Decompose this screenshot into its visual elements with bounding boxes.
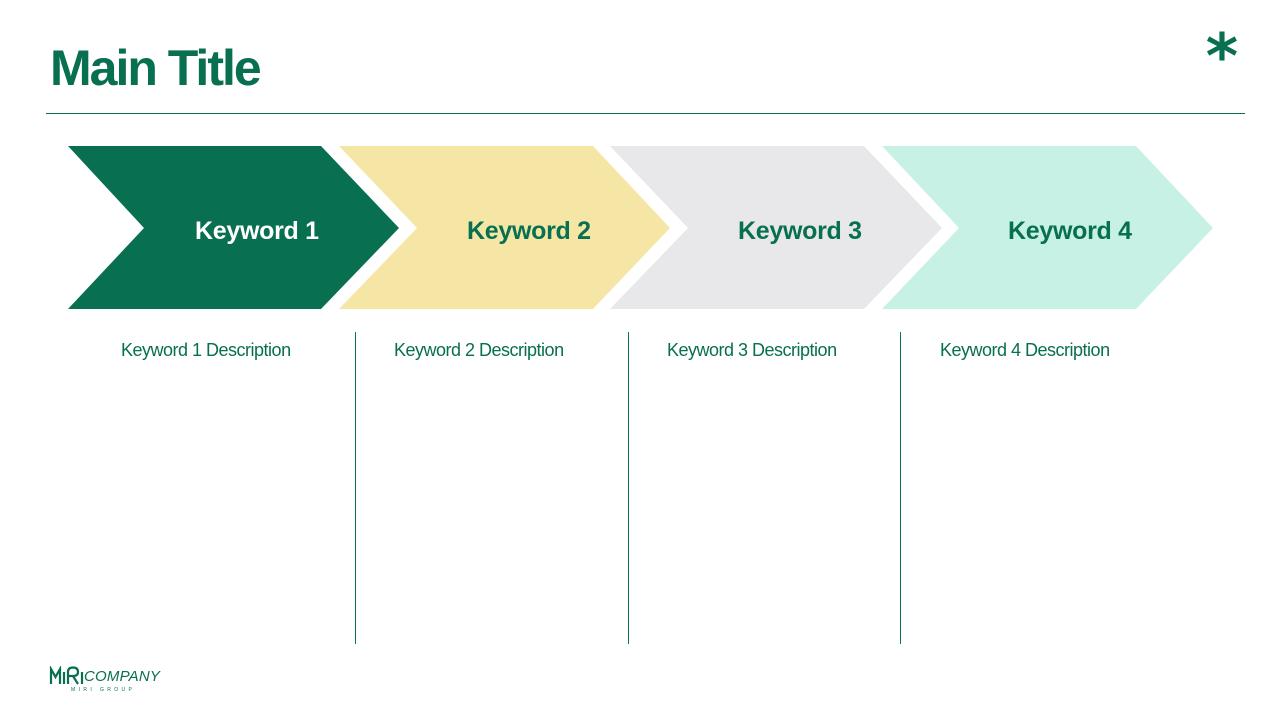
step-3-keyword: Keyword 3: [738, 217, 862, 245]
company-logo: COMPANY MIRI GROUP: [49, 664, 179, 698]
logo-subtitle: MIRI GROUP: [71, 687, 136, 693]
column-divider: [900, 332, 901, 644]
step-2-description: Keyword 2 Description: [394, 340, 564, 360]
logo-wordmark: COMPANY: [84, 668, 161, 685]
page-title: Main Title: [50, 40, 262, 96]
title-divider: [46, 113, 1245, 114]
step-3-description: Keyword 3 Description: [667, 340, 837, 360]
step-2-keyword: Keyword 2: [467, 217, 591, 245]
step-4-description: Keyword 4 Description: [940, 340, 1110, 360]
column-divider: [355, 332, 356, 644]
chevron-step-3: [610, 146, 942, 309]
step-4-keyword: Keyword 4: [1008, 217, 1132, 245]
chevron-step-2: [339, 146, 670, 309]
column-divider: [628, 332, 629, 644]
step-1-keyword: Keyword 1: [195, 217, 319, 245]
miri-logo-mark: [49, 666, 84, 685]
chevron-step-4: [882, 146, 1213, 309]
step-1-description: Keyword 1 Description: [121, 340, 291, 360]
chevron-step-1: [68, 146, 399, 309]
